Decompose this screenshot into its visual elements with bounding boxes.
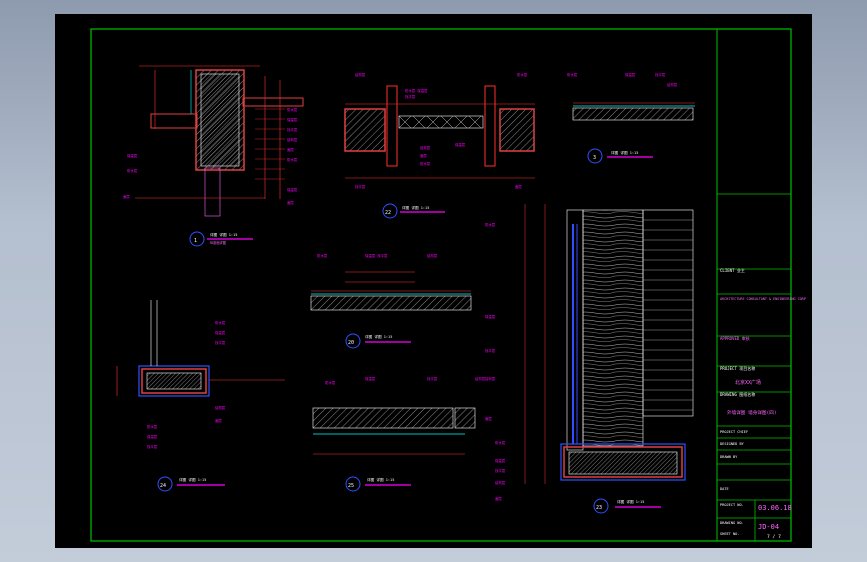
svg-text:面层: 面层 — [215, 418, 222, 423]
svg-text:找平层: 找平层 — [147, 444, 158, 449]
svg-text:防水层: 防水层 — [287, 157, 298, 162]
svg-text:找平层: 找平层 — [655, 72, 666, 77]
detail-22-number: 22 — [385, 210, 391, 216]
svg-text:防水层: 防水层 — [495, 440, 506, 445]
svg-text:结构层: 结构层 — [495, 480, 506, 485]
svg-text:结构层: 结构层 — [667, 82, 678, 87]
tb-consultant-label: ARCHITECTURE CONSULTANT & ENGINEERING CO… — [720, 297, 806, 301]
svg-text:防水层: 防水层 — [127, 168, 138, 173]
detail-23-caption: 详图 详图 1:15 — [617, 499, 644, 504]
detail-22: 防水层 保温层找平层 结构层面层 防水层保温层 面层找平层 结构层防水层 22 … — [344, 72, 535, 219]
tb-drawing-no-value: JD-04 — [758, 523, 779, 531]
svg-text:结构层: 结构层 — [355, 72, 366, 77]
svg-text:保温层: 保温层 — [485, 314, 496, 319]
tb-project-value: 北京XX广场 — [735, 379, 761, 386]
svg-text:保温层: 保温层 — [365, 376, 376, 381]
detail-1-number: 1 — [194, 238, 197, 244]
tb-project-chief: PROJECT CHIEF — [720, 430, 748, 434]
detail-3-caption: 详图 详图 1:15 — [611, 150, 638, 155]
detail-22-caption: 详图 详图 1:15 — [402, 205, 429, 210]
tb-drawing-label: DRAWING 图纸名称 — [720, 391, 755, 397]
svg-text:找平层: 找平层 — [287, 127, 298, 132]
svg-text:保温层 找平层: 保温层 找平层 — [365, 253, 388, 258]
tb-approved-label: APPROVED 审核 — [720, 335, 750, 341]
cad-drawing-sheet: CLIENT 业主 ARCHITECTURE CONSULTANT & ENGI… — [90, 28, 806, 542]
detail-25-number: 25 — [348, 483, 354, 489]
detail-20: 防水层 保温层 找平层 结构层 20 详图 详图 1:15 — [310, 253, 472, 349]
svg-text:防水层: 防水层 — [517, 72, 528, 77]
svg-text:结构层: 结构层 — [427, 253, 438, 258]
svg-text:面层: 面层 — [287, 147, 294, 152]
cad-viewport[interactable]: CLIENT 业主 ARCHITECTURE CONSULTANT & ENGI… — [55, 14, 812, 548]
svg-text:面层: 面层 — [485, 416, 492, 421]
detail-1-caption: 详图 详图 1:15 — [210, 232, 237, 237]
tb-sheet-no-label: SHEET NO. — [720, 532, 739, 536]
svg-text:防水层: 防水层 — [317, 253, 328, 258]
svg-text:保温层: 保温层 — [287, 187, 298, 192]
detail-23-number: 23 — [596, 505, 602, 511]
svg-text:防水层: 防水层 — [325, 380, 336, 385]
svg-text:结构层: 结构层 — [475, 376, 486, 381]
tb-date-label: DATE — [720, 487, 729, 491]
svg-text:保温层: 保温层 — [215, 330, 226, 335]
svg-text:面层: 面层 — [495, 496, 502, 501]
svg-text:防水层: 防水层 — [420, 161, 431, 166]
svg-text:结构层: 结构层 — [420, 145, 431, 150]
tb-drawing-no-label: DRAWING NO. — [720, 521, 744, 525]
tb-date-value: 03.06.18 — [758, 504, 792, 512]
svg-text:保温层: 保温层 — [495, 458, 506, 463]
svg-text:保温层: 保温层 — [147, 434, 158, 439]
svg-text:防水层: 防水层 — [215, 320, 226, 325]
svg-text:防水层: 防水层 — [485, 222, 496, 227]
svg-text:保温层: 保温层 — [287, 117, 298, 122]
svg-text:找平层: 找平层 — [495, 468, 506, 473]
svg-text:面层: 面层 — [287, 200, 294, 205]
detail-24-caption: 详图 详图 1:15 — [179, 477, 206, 482]
detail-20-number: 20 — [348, 340, 354, 346]
svg-text:面层: 面层 — [123, 194, 130, 199]
svg-text:找平层: 找平层 — [355, 184, 366, 189]
svg-text:防水层: 防水层 — [147, 424, 158, 429]
svg-text:保温层: 保温层 — [625, 72, 636, 77]
detail-24-number: 24 — [160, 483, 166, 489]
outer-frame — [90, 28, 792, 542]
detail-25: 防水层 保温层 找平层 结构层 25 详图 详图 1:15 — [312, 376, 486, 492]
tb-designed-by: DESIGNED BY — [720, 442, 745, 446]
detail-1-sub: 纵剖面详图 — [210, 240, 226, 245]
svg-text:找平层: 找平层 — [215, 340, 226, 345]
detail-3-number: 3 — [593, 155, 596, 161]
tb-drawn-by: DRAWN BY — [720, 455, 738, 459]
detail-25-caption: 详图 详图 1:15 — [367, 477, 394, 482]
svg-text:找平层: 找平层 — [427, 376, 438, 381]
svg-text:防水层 保温层: 防水层 保温层 — [405, 88, 428, 93]
svg-text:找平层: 找平层 — [405, 94, 416, 99]
tb-sheet-no-value: 7 / 7 — [767, 534, 781, 540]
svg-text:结构层: 结构层 — [215, 405, 226, 410]
svg-text:保温层: 保温层 — [127, 153, 138, 158]
tb-drawing-value: 外墙详图 墙身详图(四) — [727, 409, 777, 416]
svg-text:防水层: 防水层 — [287, 107, 298, 112]
svg-text:保温层: 保温层 — [455, 142, 466, 147]
svg-text:面层: 面层 — [515, 184, 522, 189]
detail-20-caption: 详图 详图 1:15 — [365, 334, 392, 339]
tb-project-no-label: PROJECT NO. — [720, 503, 744, 507]
tb-client-label: CLIENT 业主 — [720, 267, 745, 273]
svg-text:防水层: 防水层 — [567, 72, 578, 77]
svg-text:找平层: 找平层 — [485, 348, 496, 353]
svg-text:结构层: 结构层 — [287, 137, 298, 142]
title-block: CLIENT 业主 ARCHITECTURE CONSULTANT & ENGI… — [720, 267, 806, 540]
svg-text:面层: 面层 — [420, 153, 427, 158]
svg-text:结构层: 结构层 — [485, 376, 496, 381]
tb-project-label: PROJECT 项目名称 — [720, 365, 755, 371]
